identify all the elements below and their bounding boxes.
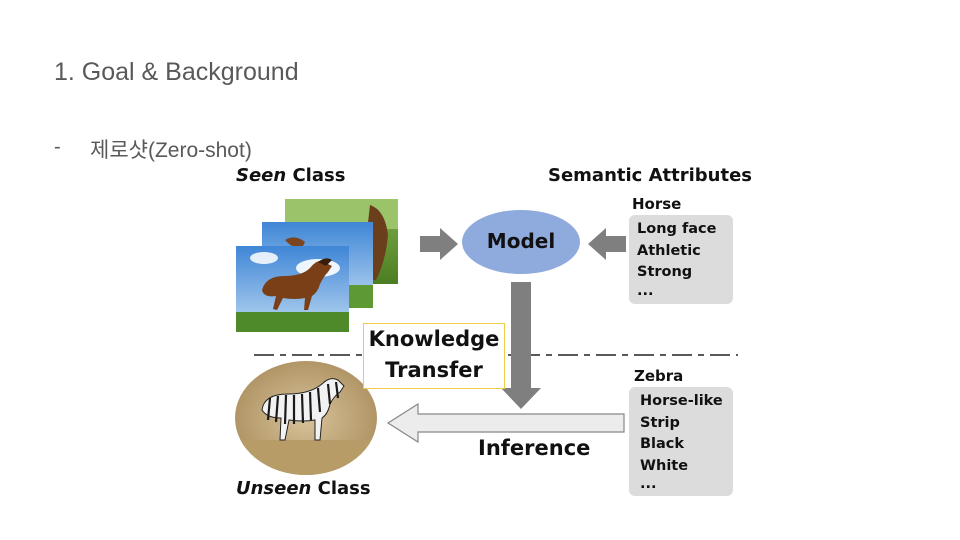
zebra-attribute: Black xyxy=(640,436,685,452)
semantic-attributes-title: Semantic Attributes xyxy=(548,165,753,186)
inference-label: Inference xyxy=(478,436,591,460)
zebra-attribute: White xyxy=(640,457,689,474)
zebra-attribute: Horse-like xyxy=(640,393,723,409)
seen-class-photos xyxy=(236,199,398,332)
unseen-zebra-image xyxy=(235,361,377,475)
zebra-title: Zebra xyxy=(634,367,684,385)
zebra-attributes-box: Horse-like Strip Black White ... xyxy=(629,387,733,496)
unseen-label-italic: Unseen xyxy=(236,478,312,499)
transfer-line: Transfer xyxy=(385,358,483,382)
bullet-dash: - xyxy=(54,136,61,158)
horse-attribute: Athletic xyxy=(637,242,701,259)
unseen-label-rest: Class xyxy=(311,478,371,499)
unseen-class-label: Unseen Class xyxy=(236,478,371,499)
knowledge-line: Knowledge xyxy=(368,327,500,351)
seen-to-model-arrow xyxy=(420,228,458,260)
horse-attribute: Strong xyxy=(637,264,693,280)
horse-attribute: ... xyxy=(637,282,654,299)
horse-attribute: Long face xyxy=(637,221,717,237)
model-ellipse xyxy=(462,210,580,274)
zebra-attribute: Strip xyxy=(640,414,680,431)
model-down-arrow xyxy=(501,282,541,409)
slide-title: 1. Goal & Background xyxy=(54,58,299,86)
bullet-text: 제로샷(Zero-shot) xyxy=(90,139,252,162)
inference-arrow xyxy=(386,402,625,444)
knowledge-transfer-box: Knowledge Transfer xyxy=(363,323,505,389)
seen-label-rest: Class xyxy=(286,165,346,186)
model-label: Model xyxy=(486,229,556,253)
attributes-to-model-arrow xyxy=(588,228,626,260)
seen-class-label: Seen Class xyxy=(236,165,345,186)
horse-attributes-box: Long face Athletic Strong ... xyxy=(629,215,733,304)
horse-title: Horse xyxy=(632,195,682,213)
seen-label-italic: Seen xyxy=(236,165,287,186)
zebra-attribute: ... xyxy=(640,476,657,492)
horse-photo-front xyxy=(236,246,349,332)
